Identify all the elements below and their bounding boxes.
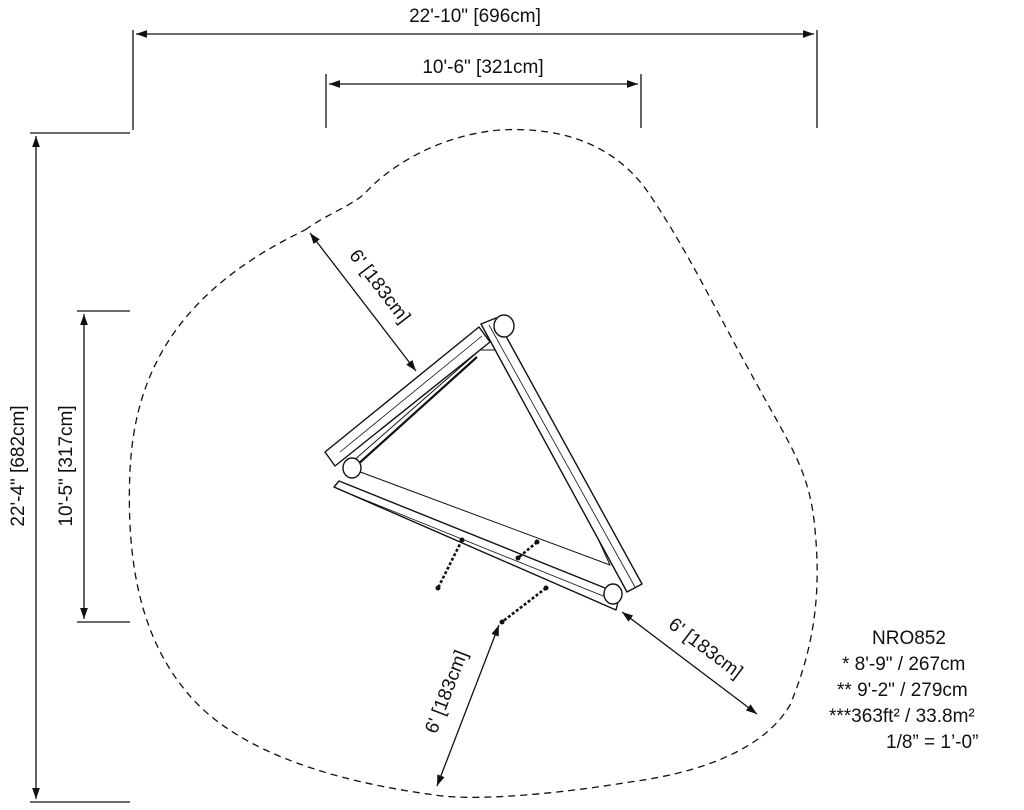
scale-note: 1/8” = 1’-0” — [886, 732, 979, 753]
clearance-lower-right-dimension: 6' [183cm] — [621, 611, 758, 715]
overall-depth-label: 22'-4" [682cm] — [8, 405, 29, 526]
post-left — [342, 457, 362, 479]
overall-depth-dimension: 22'-4" [682cm] — [8, 132, 130, 803]
beam-upper-left-detail — [339, 335, 483, 453]
chain-left — [435, 537, 465, 591]
clearance-bottom-dimension: 6' [183cm] — [421, 624, 500, 787]
beam-bottom-detail — [337, 488, 619, 603]
model-number: NRO852 — [872, 628, 946, 649]
clearance-upper-left-label: 6' [183cm] — [345, 246, 415, 328]
height-spec-1: * 8'-9" / 267cm — [842, 654, 966, 675]
height-spec-2: ** 9'-2" / 279cm — [837, 680, 968, 701]
net-line-1 — [355, 356, 478, 467]
structure-width-label: 10'-6" [321cm] — [422, 57, 543, 78]
climbing-structure — [324, 314, 643, 611]
area-spec: ***363ft² / 33.8m² — [829, 706, 975, 727]
beam-right-detail — [488, 324, 636, 588]
clearance-lower-right-label: 6' [183cm] — [664, 614, 746, 683]
chain-bottom — [499, 585, 549, 625]
spec-info-block: NRO852 * 8'-9" / 267cm ** 9'-2" / 279cm … — [826, 626, 1022, 756]
clearance-upper-left-dimension: 6' [183cm] — [309, 232, 417, 372]
chain-middle — [515, 539, 540, 561]
structure-width-dimension: 10'-6" [321cm] — [325, 57, 642, 128]
overall-width-label: 22'-10" [696cm] — [409, 6, 541, 27]
use-zone-outline — [128, 128, 818, 798]
overall-width-dimension: 22'-10" [696cm] — [132, 6, 818, 130]
clearance-bottom-label: 6' [183cm] — [421, 648, 472, 737]
structure-depth-label: 10'-5" [317cm] — [56, 405, 77, 526]
structure-depth-dimension: 10'-5" [317cm] — [56, 310, 130, 623]
post-right — [603, 583, 623, 605]
post-top — [493, 314, 515, 338]
hanging-chains — [435, 537, 549, 625]
